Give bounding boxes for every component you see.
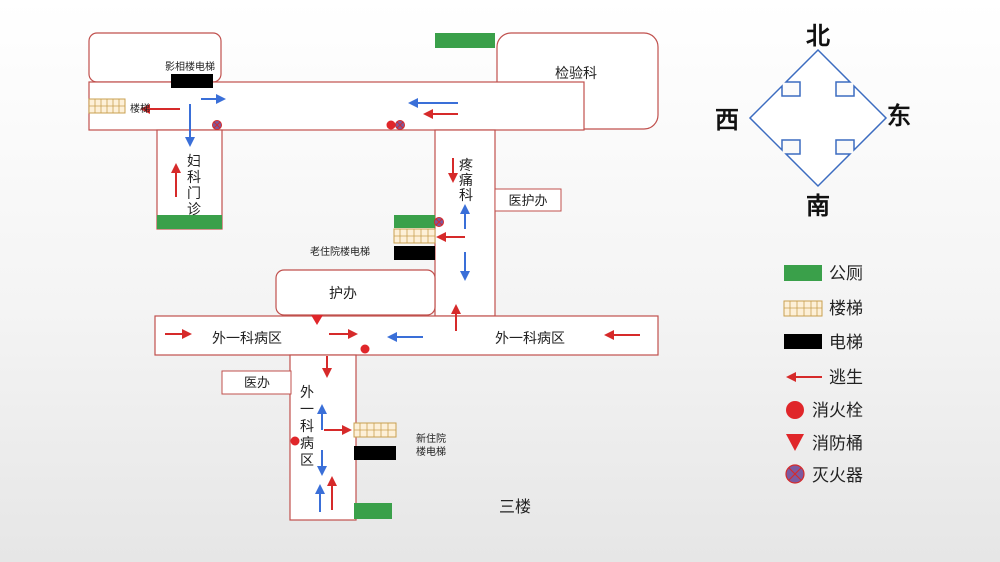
corridor-surgery-ew: [154, 315, 659, 356]
label-surgery-ward-south: 外一科病区: [300, 385, 314, 469]
label-old-elevator: 老住院楼电梯: [310, 245, 370, 258]
label-stairs-left: 楼梯: [130, 102, 150, 115]
hydrant-icon: [290, 436, 300, 446]
room-nurse-office: [275, 269, 436, 316]
toilet-gyn: [157, 215, 222, 229]
label-imaging-elevator: 影相楼电梯: [165, 60, 215, 73]
label-doctor-office: 医办: [244, 376, 270, 391]
toilet-south: [354, 503, 392, 519]
toilet-pain: [394, 215, 435, 228]
compass-south: 南: [806, 192, 830, 220]
corridor-north: [88, 81, 585, 131]
label-surgery-ward-west: 外一科病区: [212, 331, 282, 347]
legend-label-elevator: 电梯: [829, 333, 863, 353]
legend-label-stairs: 楼梯: [829, 299, 863, 319]
compass: 北 南 西 东: [715, 22, 911, 220]
compass-east: 东: [887, 102, 911, 130]
legend-label-bucket: 消防桶: [812, 434, 863, 454]
toilet-top: [435, 33, 495, 48]
label-pain: 疼痛科: [459, 158, 473, 204]
stairs-old: [393, 228, 436, 244]
compass-north: 北: [806, 22, 830, 50]
label-new-elevator-2: 楼电梯: [416, 445, 446, 458]
hydrant-icon: [360, 344, 370, 354]
stairs-new: [353, 422, 397, 438]
label-lab: 检验科: [555, 66, 597, 82]
stairs-left: [88, 98, 126, 114]
fire-bucket-icon: [311, 315, 323, 325]
legend-stairs-icon: [783, 300, 823, 317]
legend-label-toilet: 公厕: [829, 264, 863, 284]
label-surgery-ward-east: 外一科病区: [495, 331, 565, 347]
legend-toilet-icon: [784, 265, 822, 281]
legend-elevator-icon: [784, 334, 822, 349]
label-nurse-office: 护办: [329, 286, 357, 302]
hydrant-icon: [386, 120, 396, 130]
compass-arrows-icon: [748, 48, 888, 188]
label-new-elevator-1: 新住院: [416, 432, 446, 445]
room-doctor-office: [221, 370, 292, 395]
extinguisher-icon: [434, 217, 444, 227]
extinguisher-icon: [212, 120, 222, 130]
elevator-new: [354, 446, 396, 460]
legend-hydrant-icon: [786, 401, 804, 419]
compass-west: 西: [715, 106, 739, 134]
extinguisher-icon: [395, 120, 405, 130]
label-medical-office-right: 医护办: [508, 194, 547, 209]
legend-extinguisher-icon: [785, 464, 805, 484]
legend-label-extinguisher: 灭火器: [812, 466, 863, 486]
elevator-old: [394, 246, 435, 260]
legend-label-hydrant: 消火栓: [812, 401, 863, 421]
room-medical-office-right: [494, 188, 562, 212]
elevator-imaging: [171, 74, 213, 88]
legend-bucket-icon: [786, 434, 804, 451]
floor-label: 三楼: [499, 497, 531, 516]
legend: 公厕 楼梯 电梯 逃生 消火栓 消防桶 灭火器: [783, 264, 863, 486]
label-gyn-clinic: 妇科门诊: [187, 153, 201, 218]
legend-label-escape: 逃生: [829, 368, 863, 388]
